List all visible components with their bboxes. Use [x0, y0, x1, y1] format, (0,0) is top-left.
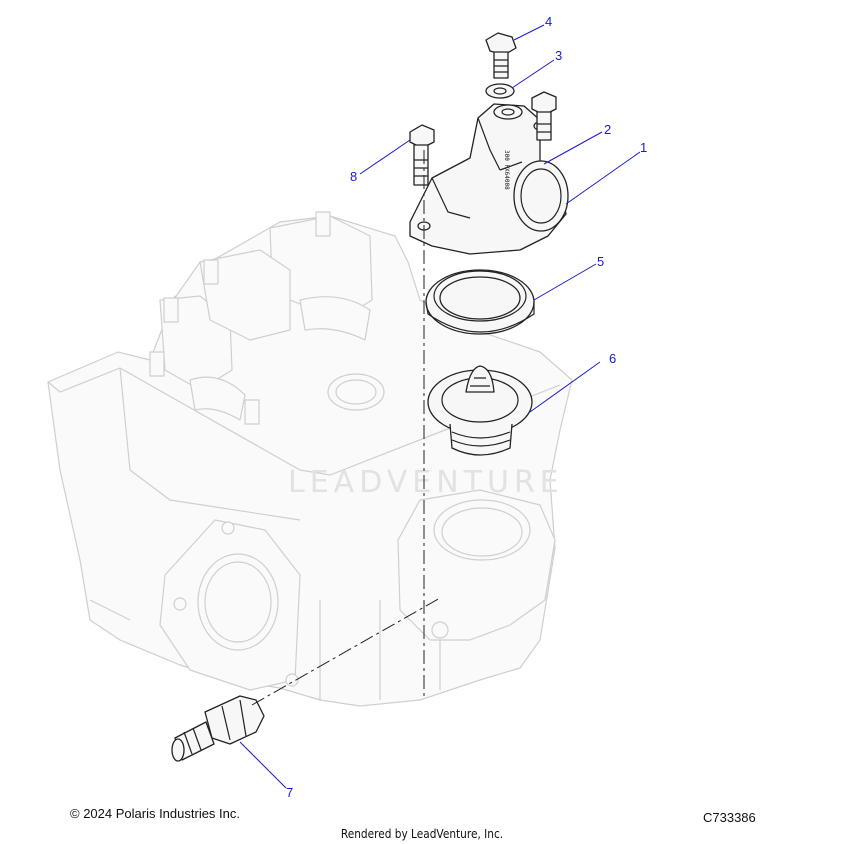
callout-3[interactable]: 3	[555, 48, 562, 63]
leader-7	[239, 741, 287, 789]
leader-5	[533, 263, 597, 301]
leader-3	[511, 59, 555, 89]
housing-seal	[425, 269, 535, 335]
watermark: LEADVENTURE	[288, 465, 564, 500]
callout-4[interactable]: 4	[545, 14, 552, 29]
flange-bolt-left	[409, 124, 435, 186]
callout-6[interactable]: 6	[609, 351, 616, 366]
sealing-washer	[485, 83, 515, 99]
leader-2	[543, 131, 603, 165]
thermostat-housing: 300 PX64008	[409, 103, 569, 255]
callout-5[interactable]: 5	[597, 254, 604, 269]
thermostat	[427, 365, 533, 456]
housing-marking: 300 PX64008	[503, 150, 510, 190]
callout-1[interactable]: 1	[640, 140, 647, 155]
callout-2[interactable]: 2	[604, 122, 611, 137]
leader-4	[513, 24, 545, 41]
callout-7[interactable]: 7	[286, 785, 293, 800]
cylinder-head	[47, 211, 573, 707]
center-line-fitting	[251, 597, 441, 706]
leader-6	[529, 361, 601, 413]
bleed-bolt	[485, 32, 517, 79]
rendered-by-credit: Rendered by LeadVenture, Inc.	[340, 827, 504, 841]
leader-8	[359, 139, 411, 175]
leader-1	[565, 151, 641, 205]
copyright-notice: © 2024 Polaris Industries Inc.	[70, 806, 240, 821]
figure-id: C733386	[703, 810, 756, 825]
callout-8[interactable]: 8	[350, 169, 357, 184]
flange-bolt-right	[531, 91, 557, 141]
hose-fitting	[171, 695, 265, 762]
